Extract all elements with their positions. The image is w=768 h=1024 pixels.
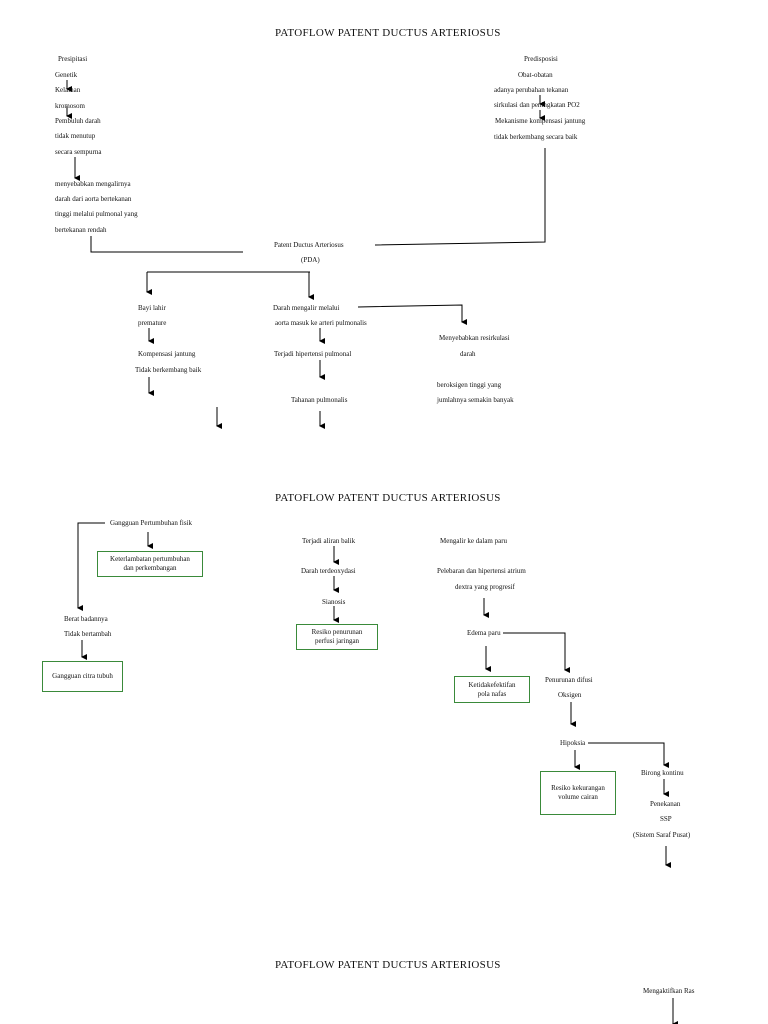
node-tahanan: Tahanan pulmonalis <box>291 396 348 404</box>
node-berat-1: Berat badannya <box>64 615 108 623</box>
node-pembuluh-2: tidak menutup <box>55 132 96 140</box>
node-gangguan-fisik: Gangguan Pertumbuhan fisik <box>110 519 193 527</box>
node-berat-2: Tidak bertambah <box>64 630 112 638</box>
node-kromosom: kromosom <box>55 102 85 110</box>
node-mengaktifkan: Mengaktifkan Ras <box>643 987 695 995</box>
node-adanya-1: adanya perubahan tekanan <box>494 86 569 94</box>
node-edema: Edema paru <box>467 629 501 637</box>
node-resirkulasi-4: jumlahnya semakin banyak <box>437 396 514 404</box>
node-mekanisme-1: Mekanisme kompensasi jantung <box>495 117 586 125</box>
node-birong: Birong kontinu <box>641 769 684 777</box>
node-resirkulasi-2: darah <box>460 350 476 358</box>
diagnosis-perfusi: Resiko penurunan perfusi jaringan <box>296 624 378 650</box>
diagnosis-volume-cairan: Resiko kekurangan volume cairan <box>540 771 616 815</box>
page-title-3: PATOFLOW PATENT DUCTUS ARTERIOSUS <box>275 959 501 971</box>
diagnosis-pola-nafas-line-2: pola nafas <box>477 689 507 698</box>
node-sianosis: Sianosis <box>322 598 346 606</box>
node-pembuluh-3: secara sempurna <box>55 148 102 156</box>
diagnosis-citra-tubuh: Gangguan citra tubuh <box>42 661 123 692</box>
diagnosis-perfusi-line-1: Resiko penurunan <box>311 628 363 636</box>
node-menyebabkan-4: bertekanan rendah <box>55 226 107 234</box>
node-penurunan-1: Penurunan difusi <box>545 676 593 684</box>
diagnosis-keterlambatan-line-1: Keterlambatan pertumbuhan <box>110 555 190 563</box>
diagnosis-volume-cairan-line-1: Resiko kekurangan <box>551 784 605 792</box>
node-terdeoxy: Darah terdeoxydasi <box>301 567 356 575</box>
node-penekanan-2: SSP <box>660 815 672 823</box>
arrow-penurunan <box>503 632 570 673</box>
arrow-berat <box>77 522 105 611</box>
node-kompensasi-2: Tidak berkembang baik <box>135 366 202 374</box>
page-title-1: PATOFLOW PATENT DUCTUS ARTERIOSUS <box>275 27 501 39</box>
node-menyebabkan-3: tinggi melalui pulmonal yang <box>55 210 138 218</box>
node-mengalir: Mengalir ke dalam paru <box>440 537 508 545</box>
diagnosis-pola-nafas-line-1: Ketidakefektifan <box>468 680 516 689</box>
node-genetik: Genetik <box>55 71 78 79</box>
line-to-pda-right <box>374 148 546 246</box>
node-pda-1: Patent Ductus Arteriosus <box>274 241 344 249</box>
node-resirkulasi-3: beroksigen tinggi yang <box>437 381 502 389</box>
node-darah-2: aorta masuk ke arteri pulmonalis <box>275 319 367 327</box>
node-resirkulasi-1: Menyebabkan resirkulasi <box>439 334 510 342</box>
node-mekanisme-2: tidak berkembang secara baik <box>494 133 578 141</box>
page-title-2: PATOFLOW PATENT DUCTUS ARTERIOSUS <box>275 492 501 504</box>
node-presipitasi: Presipitasi <box>58 55 88 63</box>
node-kelainan: Kelainan <box>55 86 81 94</box>
arrow-birong <box>588 742 669 768</box>
node-bayi-1: Bayi lahir <box>138 304 166 312</box>
node-pda-2: (PDA) <box>301 256 320 264</box>
node-predisposisi: Predisposisi <box>524 55 558 63</box>
node-penekanan-1: Penekanan <box>650 800 681 808</box>
node-pelebaran-1: Pelebaran dan hipertensi atrium <box>437 567 526 575</box>
line-to-pda-left <box>90 236 243 253</box>
node-menyebabkan-2: darah dari aorta bertekanan <box>55 195 132 203</box>
node-kompensasi-1: Kompensasi jantung <box>138 350 196 358</box>
diagnosis-citra-tubuh-label: Gangguan citra tubuh <box>52 672 113 680</box>
node-pelebaran-2: dextra yang progresif <box>455 583 515 591</box>
node-obat: Obat-obatan <box>518 71 553 79</box>
node-bayi-2: premature <box>138 319 167 327</box>
node-hipertensi: Terjadi hipertensi pulmonal <box>274 350 352 358</box>
diagnosis-keterlambatan: Keterlambatan pertumbuhan dan perkembang… <box>97 551 203 577</box>
node-menyebabkan-1: menyebabkan mengalirnya <box>55 180 131 188</box>
node-adanya-2: sirkulasi dan peningkatan PO2 <box>494 101 580 109</box>
diagnosis-volume-cairan-line-2: volume cairan <box>558 793 598 801</box>
diagnosis-perfusi-line-2: perfusi jaringan <box>314 637 360 645</box>
diagnosis-keterlambatan-line-2: dan perkembangan <box>123 564 177 572</box>
node-pembuluh-1: Pembuluh darah <box>55 117 101 125</box>
node-aliran-balik: Terjadi aliran balik <box>302 537 356 545</box>
node-hipoksia: Hipoksia <box>560 739 586 747</box>
arrow-resirkulasi <box>357 304 467 325</box>
node-darah-1: Darah mengalir melalui <box>273 304 340 312</box>
node-penurunan-2: Oksigen <box>558 691 582 699</box>
node-penekanan-3: (Sistem Saraf Pusat) <box>633 831 691 839</box>
diagnosis-pola-nafas: Ketidakefektifan pola nafas <box>454 676 530 703</box>
